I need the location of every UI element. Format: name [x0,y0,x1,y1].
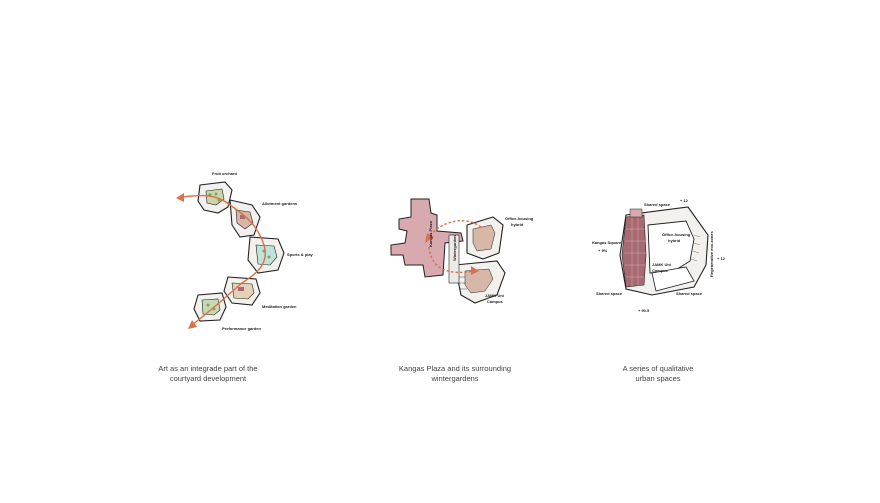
label-plus-9: + 9% [598,248,608,253]
arrow-head-bottom [188,320,197,329]
caption-kangas-line-1: Kangas Plaza and its surrounding [398,364,512,373]
caption-courtyard-line-2: courtyard development [169,374,247,383]
label-office-housing-3: Office-housing [662,232,691,237]
label-shared-space-top: Shared space [644,202,671,207]
caption-courtyard: Art as an integrade part of the courtyar… [128,364,288,384]
label-fruit-orchard: Fruit orchard [212,171,237,176]
label-jamk-uni-3: JAMK Uni [652,262,671,267]
label-wintergarden: Wintergarden [452,235,457,261]
diagram-kangas-plaza: Kangas Plaza Office-housing hybrid Winte… [385,195,535,315]
kangas-plaza-drawing [390,198,506,304]
caption-urban-line-2: urban spaces [635,374,681,383]
label-vertical-zone: Regenerative eco-zones [709,231,714,277]
label-kangas-square: Kangas Square [592,240,622,245]
label-plus-12b: + 12 [717,256,725,261]
label-allotment-gardens: Allotment gardens [262,201,298,206]
label-kangas-plaza: Kangas Plaza [428,221,433,247]
diagram-urban-spaces: Shared space + 12 Kangas Square + 9% Off… [590,195,740,320]
campus-courtyard [651,266,695,292]
caption-courtyard-line-1: Art as an integrade part of the [158,364,258,373]
diagram-courtyard: Fruit orchard Allotment gardens Sports &… [170,165,313,340]
courtyard-plan-drawing [176,181,285,329]
inner-courtyard [647,220,695,274]
label-shared-space-left: Shared space [596,291,623,296]
caption-kangas-line-2: wintergardens [431,374,479,383]
label-shared-space-right: Shared space [676,291,703,296]
label-hybrid-3: hybrid [668,238,681,243]
label-plus-12: + 12 [680,198,688,203]
dashed-arrow-1 [428,220,482,238]
flow-arrow-line [181,194,266,326]
label-sports-play: Sports & play [287,252,313,257]
caption-urban-line-1: A series of qualitative [622,364,694,373]
urban-spaces-drawing [619,206,709,296]
caption-urban-spaces: A series of qualitative urban spaces [578,364,738,384]
kangas-square-area [621,214,647,288]
dashed-arrow-2 [428,246,474,274]
label-plus-90: + 90.5 [638,308,650,313]
label-meditation-garden: Meditation garden [262,304,297,309]
label-campus-3: Campus [652,268,668,273]
label-hybrid: hybrid [511,222,524,227]
arrow-head-top [176,193,184,202]
label-office-housing: Office-housing [505,216,534,221]
label-jamk-uni: JAMK Uni [485,293,504,298]
caption-kangas-plaza: Kangas Plaza and its surrounding winterg… [375,364,535,384]
label-campus: Campus [487,299,503,304]
label-performance-garden: Performance garden [222,326,261,331]
